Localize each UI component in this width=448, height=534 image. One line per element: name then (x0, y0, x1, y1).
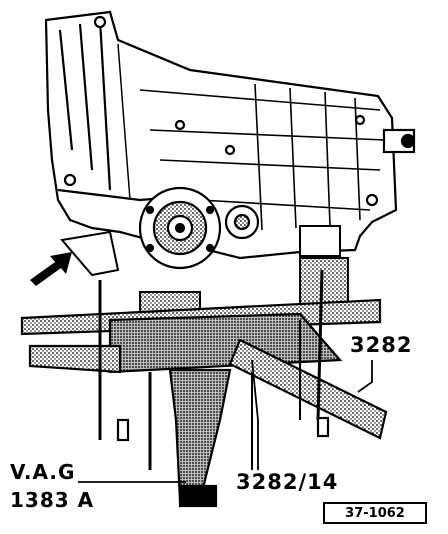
arrow-icon (30, 252, 72, 286)
label-1383a: 1383 A (10, 488, 95, 512)
assembly-stand (20, 269, 388, 508)
leader-lines (78, 359, 373, 483)
label-3282-14: 3282/14 (236, 470, 339, 494)
label-vag: V.A.G (10, 460, 76, 484)
transmission-housing (44, 10, 416, 260)
differential-flange (138, 186, 260, 270)
label-3282: 3282 (350, 333, 413, 357)
figure-reference: 37-1062 (323, 502, 427, 524)
